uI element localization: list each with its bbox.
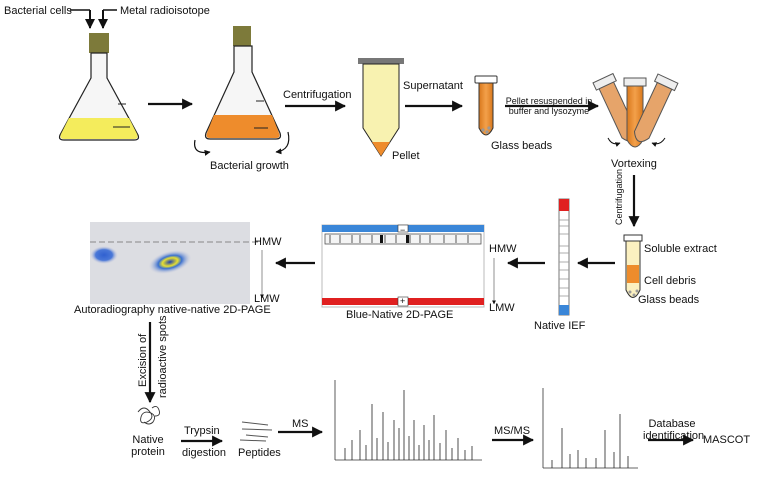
plus-sign: + (400, 296, 406, 306)
flask-icon (58, 33, 140, 141)
glass-beads-label: Glass beads (491, 140, 553, 152)
glass-beads-2-label: Glass beads (638, 294, 700, 306)
pellet-resuspended-line1: Pellet resuspended in (505, 96, 593, 106)
cell-debris-label: Cell debris (644, 275, 696, 287)
excision-label-line2: radioactive spots (157, 315, 169, 398)
vortex-tubes-icon (592, 72, 679, 148)
mascot-label: MASCOT (703, 434, 751, 446)
centrifugation-vertical-label: Centrifugation (614, 168, 624, 225)
bead-tube-icon (474, 75, 498, 136)
bacterial-cells-label: Bacterial cells (4, 5, 72, 17)
excision-label-line1: Excision of (137, 333, 149, 387)
pellet-resuspended-line2: buffer and lysozyme (508, 106, 590, 116)
centrifuge-tube-icon (358, 58, 404, 157)
ms-spectrum (334, 380, 482, 461)
autoradiography-label: Autoradiography native-native 2D-PAGE (74, 304, 271, 316)
blue-native-gel-icon (321, 224, 485, 308)
autoradiography-gel-icon (90, 222, 260, 304)
blue-native-label: Blue-Native 2D-PAGE (346, 309, 454, 321)
input-arrows (70, 9, 117, 29)
database-identification-label: Database identification (643, 418, 705, 442)
trypsin-label: Trypsin (184, 425, 220, 437)
digestion-label: digestion (182, 447, 227, 459)
msms-spectrum (542, 388, 638, 469)
msms-label: MS/MS (494, 425, 531, 437)
database-line: Database (648, 418, 696, 430)
peptides-label: Peptides (238, 447, 281, 459)
identification-line: identification (643, 430, 705, 442)
lmw-auto-label: LMW (254, 293, 280, 305)
hmw-blue-label: HMW (489, 243, 517, 255)
flask-grown-icon (193, 26, 290, 156)
native-protein-label: Native protein (128, 434, 168, 458)
hmw-auto-label: HMW (254, 236, 282, 248)
pellet-label: Pellet (392, 150, 420, 162)
ief-strip-icon (558, 198, 570, 316)
vortexing-label: Vortexing (611, 158, 657, 170)
metal-radioisotope-label: Metal radioisotope (120, 5, 210, 17)
protein-icon (137, 405, 160, 425)
extract-tube-icon (623, 234, 643, 298)
minus-sign: − (400, 225, 406, 235)
soluble-extract-label: Soluble extract (644, 243, 717, 255)
bacterial-growth-label: Bacterial growth (210, 160, 289, 172)
centrifugation-label: Centrifugation (283, 89, 352, 101)
protein-line: protein (131, 446, 165, 458)
lmw-blue-label: LMW (489, 302, 515, 314)
native-line: Native (132, 434, 164, 446)
pellet-resuspended-label: Pellet resuspended in buffer and lysozym… (499, 96, 599, 116)
ms-label: MS (292, 418, 309, 430)
peptides-icon (239, 421, 273, 442)
native-ief-label: Native IEF (534, 320, 586, 332)
supernatant-label: Supernatant (403, 80, 463, 92)
